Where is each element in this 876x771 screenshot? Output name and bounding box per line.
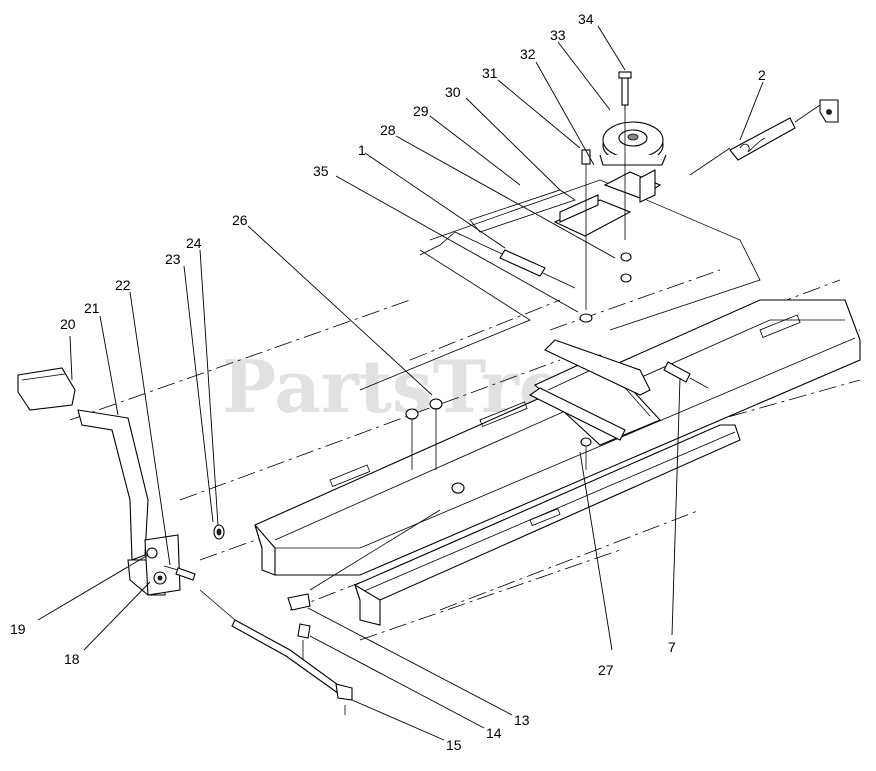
callout-30: 30 — [445, 84, 461, 100]
callout-20: 20 — [60, 316, 76, 332]
callout-14: 14 — [486, 725, 502, 741]
callout-2: 2 — [758, 67, 766, 83]
tension-spring — [689, 99, 839, 176]
leader-lines — [37, 25, 764, 741]
hardware — [405, 252, 632, 494]
callout-19: 19 — [10, 621, 26, 637]
callout-32: 32 — [520, 46, 536, 62]
lower-frame-rail — [354, 424, 741, 626]
cross-member — [528, 339, 661, 446]
main-frame-rail — [254, 299, 861, 576]
callout-21: 21 — [84, 300, 100, 316]
pin — [663, 361, 709, 389]
upper-plate — [359, 179, 761, 391]
washer — [213, 524, 225, 540]
idler-assembly — [553, 71, 667, 310]
callout-1: 1 — [358, 142, 366, 158]
callout-34: 34 — [578, 11, 594, 27]
callout-23: 23 — [165, 251, 181, 267]
callout-35: 35 — [313, 163, 329, 179]
callout-29: 29 — [413, 103, 429, 119]
bolt — [163, 565, 196, 581]
callout-26: 26 — [232, 212, 248, 228]
callout-27: 27 — [598, 662, 614, 678]
callout-31: 31 — [482, 65, 498, 81]
callout-24: 24 — [186, 235, 202, 251]
spring-rod — [419, 231, 576, 289]
callout-33: 33 — [550, 27, 566, 43]
brake-rod — [199, 589, 353, 715]
callout-18: 18 — [64, 651, 80, 667]
callout-15: 15 — [446, 737, 462, 753]
callout-numbers: 34 33 32 31 30 29 28 1 35 2 26 24 23 22 … — [10, 11, 766, 753]
brake-pedal — [17, 367, 181, 596]
callout-7: 7 — [668, 639, 676, 655]
callout-13: 13 — [514, 712, 530, 728]
clip — [287, 509, 441, 660]
callout-28: 28 — [380, 122, 396, 138]
callout-22: 22 — [115, 277, 131, 293]
